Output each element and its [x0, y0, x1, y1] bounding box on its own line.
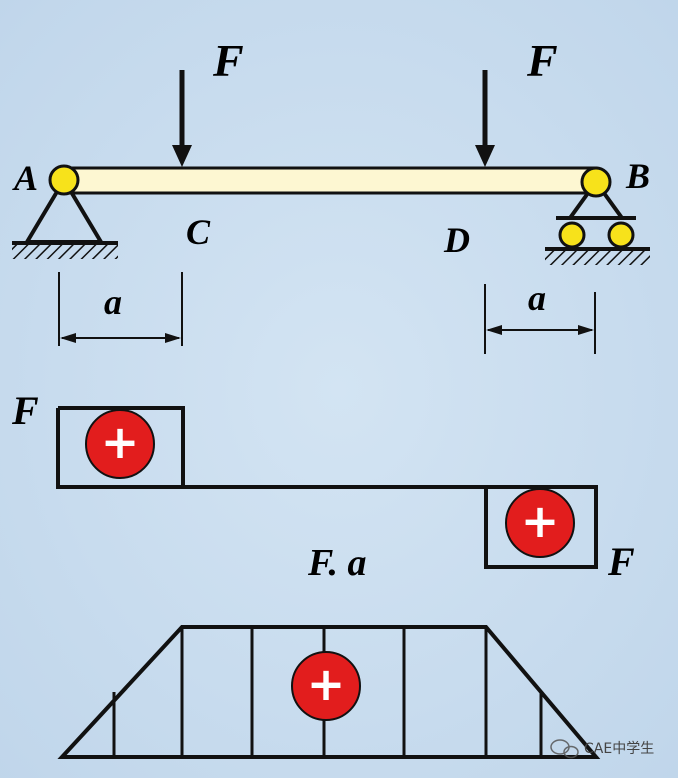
load-label-left: F — [212, 35, 244, 86]
watermark-text: CAE中学生 — [584, 741, 654, 757]
plus-sign-icon: + — [505, 488, 575, 558]
moment-label: F. a — [307, 542, 366, 584]
point-label-c: C — [186, 212, 211, 252]
plus-sign-icon: + — [291, 651, 361, 721]
dimension-label-right: a — [528, 278, 546, 318]
point-label-a: A — [12, 158, 38, 198]
pin-support-icon — [12, 164, 118, 259]
pin-b — [580, 166, 612, 198]
load-label-right: F — [526, 35, 558, 86]
shear-block-right — [484, 485, 598, 569]
dimension-label-left: a — [104, 282, 122, 322]
point-label-b: B — [625, 156, 650, 196]
roller-support-icon — [545, 166, 650, 265]
wechat-icon — [550, 739, 579, 759]
plus-sign-icon: + — [85, 409, 155, 479]
load-arrow-left — [172, 70, 192, 167]
plus-label: + — [101, 415, 140, 469]
load-arrow-right — [475, 70, 495, 167]
dimension-right — [484, 284, 596, 354]
shear-label-right: F — [607, 539, 635, 584]
plus-label: + — [307, 657, 346, 711]
dimension-left — [58, 272, 183, 346]
plus-label: + — [521, 494, 560, 548]
point-label-d: D — [443, 220, 470, 260]
shear-label-left: F — [11, 388, 39, 433]
beam — [62, 166, 598, 195]
pin-a — [48, 164, 80, 196]
